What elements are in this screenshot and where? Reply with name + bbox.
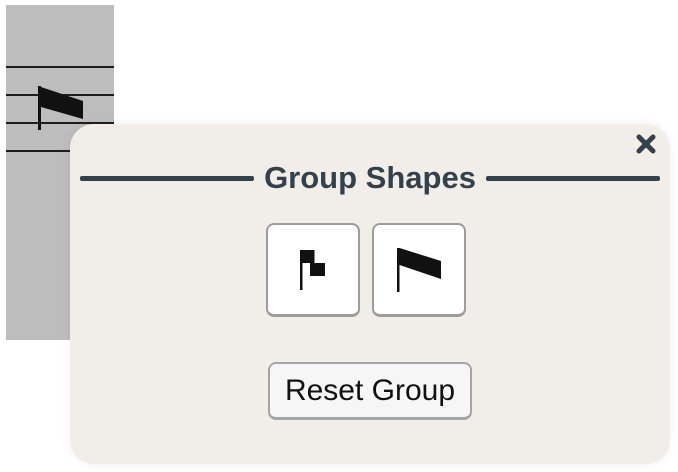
popup-title: Group Shapes xyxy=(264,160,476,195)
triangle-flag-icon xyxy=(397,247,441,292)
staff-line xyxy=(6,150,114,152)
title-divider-left xyxy=(80,175,255,181)
flag-note-icon[interactable] xyxy=(36,85,86,135)
staff-line xyxy=(6,122,114,124)
triangle-flag-shape-button[interactable] xyxy=(372,223,466,317)
square-flag-shape-button[interactable] xyxy=(266,223,360,317)
group-shapes-popup: Group Shapes Reset Group xyxy=(70,124,670,464)
square-flag-icon xyxy=(300,249,325,290)
reset-group-button[interactable]: Reset Group xyxy=(268,362,472,420)
popup-title-row: Group Shapes xyxy=(80,160,660,196)
title-divider-right xyxy=(485,175,660,181)
shape-button-group xyxy=(266,223,466,317)
close-icon xyxy=(636,134,656,154)
staff-line xyxy=(6,66,114,68)
close-button[interactable] xyxy=(634,132,658,156)
